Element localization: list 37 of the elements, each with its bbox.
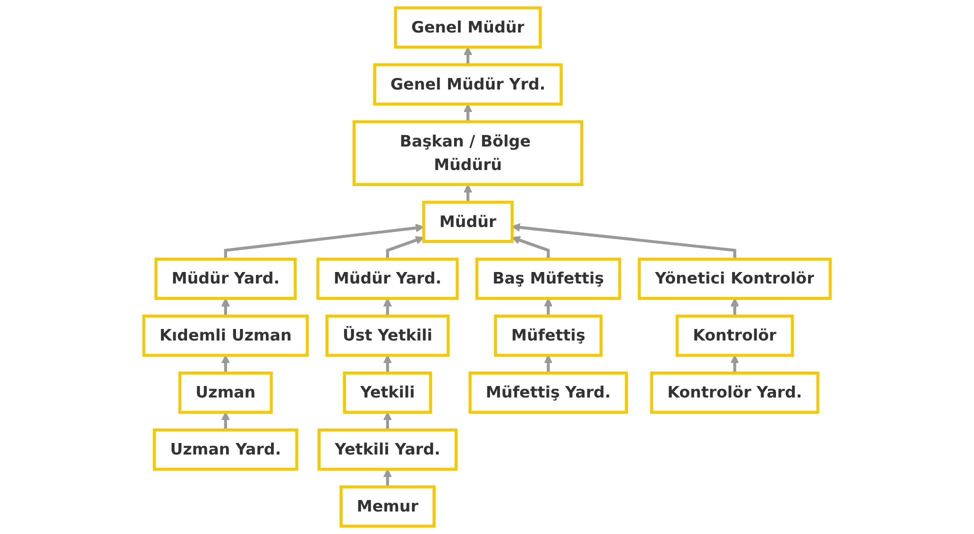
node-box: Uzman: [178, 372, 273, 414]
node-box: Uzman Yard.: [152, 428, 298, 471]
node-box: Müdür: [422, 200, 514, 243]
node-box: Müfettiş Yard.: [468, 372, 628, 414]
arrow: [383, 354, 392, 374]
node-box: Genel Müdür Yrd.: [373, 63, 563, 106]
arrow: [221, 298, 230, 316]
node-box: Üst Yetkili: [325, 314, 450, 357]
node-box: Başkan / Bölge Müdürü: [352, 120, 584, 186]
node-box: Kontrolör: [676, 314, 794, 357]
arrow: [221, 354, 230, 374]
arrow: [544, 354, 553, 374]
node-box: Memur: [340, 485, 436, 528]
arrow: [383, 468, 392, 487]
node-box: Yetkili Yard.: [318, 428, 458, 471]
node-box: Baş Müfettiş: [475, 258, 622, 300]
node-box: Kıdemli Uzman: [142, 314, 309, 357]
arrow: [464, 184, 472, 202]
node-box: Yönetici Kontrolör: [638, 258, 832, 300]
arrow: [383, 298, 392, 316]
node-box: Yetkili: [343, 372, 432, 414]
node-box: Müdür Yard.: [154, 258, 297, 300]
arrow: [383, 412, 392, 430]
node-box: Genel Müdür: [394, 6, 542, 49]
arrow: [386, 236, 424, 260]
arrow: [730, 354, 740, 374]
node-box: Kontrolör Yard.: [650, 372, 820, 414]
arrow: [512, 223, 736, 260]
node-box: Müfettiş: [494, 314, 602, 357]
arrow: [221, 412, 230, 430]
arrow: [544, 298, 553, 316]
node-box: Müdür Yard.: [316, 258, 459, 300]
arrow: [464, 46, 472, 65]
arrow: [512, 236, 550, 260]
arrow: [730, 298, 740, 316]
arrow: [224, 224, 424, 260]
arrow: [464, 104, 472, 122]
